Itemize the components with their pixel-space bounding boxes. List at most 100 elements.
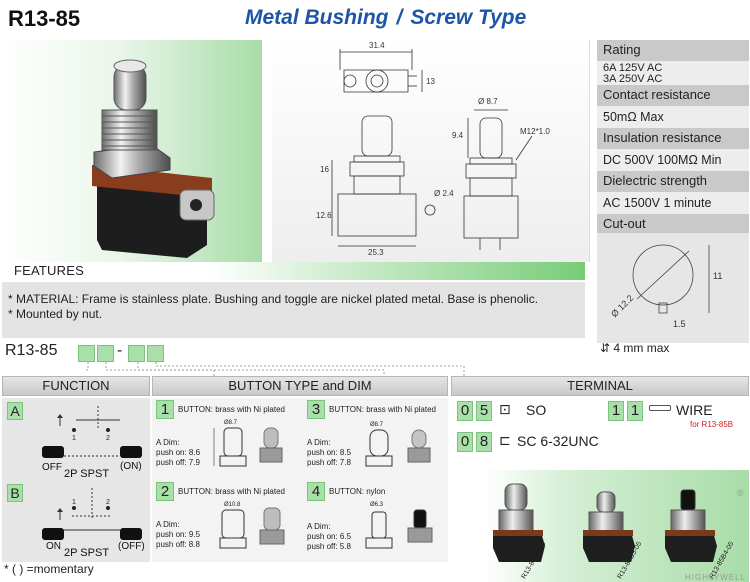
func-b-pin2: 2 [106, 499, 110, 506]
term-08-label: SC 6-32UNC [517, 433, 599, 449]
func-a-left: OFF [42, 462, 62, 473]
technical-drawing: 31.4 13 16 12.6 25.3 Ø 2.4 Ø 8.7 9.4 M12… [272, 40, 590, 262]
insulation-header: Insulation resistance [597, 128, 749, 149]
momentary-footnote: * ( ) =momentary [4, 562, 94, 576]
function-b-tag: B [7, 484, 23, 502]
func-a-pin1: 1 [72, 435, 76, 442]
cutout-11: 11 [713, 271, 722, 281]
wire-icon [649, 405, 671, 411]
button-4-drawing: Ø6.3 [365, 502, 433, 549]
func-a-pin2: 2 [106, 435, 110, 442]
cutout-dia: Ø 12.2 [609, 293, 635, 319]
brand-watermark: HIGHLYWELL [685, 573, 746, 582]
dim-94: 9.4 [452, 131, 464, 140]
func-a-type: 2P SPST [64, 468, 110, 480]
contact-value: 50mΩ Max [597, 106, 749, 128]
button-3-drawing: Ø8.7 [365, 422, 431, 467]
button-2-dims: A Dim: push on: 9.5 push off: 8.8 [156, 520, 200, 550]
dim-thread: M12*1.0 [520, 127, 550, 136]
func-b-pin1: 1 [72, 499, 76, 506]
feature-line-1: * MATERIAL: Frame is stainless plate. Bu… [8, 292, 539, 306]
term-05-digit-2: 5 [476, 401, 492, 421]
feature-line-2: * Mounted by nut. [8, 307, 103, 321]
term-11-digit-2: 1 [627, 401, 643, 421]
rating-values: 6A 125V AC 3A 250V AC [597, 61, 749, 85]
function-a-diagram: 1 2 [42, 406, 142, 458]
function-a [2, 398, 150, 480]
func-b-left: ON [46, 541, 61, 552]
function-b [2, 480, 150, 562]
button-4-dia: Ø6.3 [370, 502, 384, 508]
button-3-title: BUTTON: brass with Ni plated [329, 405, 436, 414]
func-b-type: 2P SPST [64, 547, 110, 559]
solder-lug-icon: ⊡ [499, 401, 511, 417]
section-button: BUTTON TYPE and DIM [152, 376, 448, 396]
features-body [2, 282, 585, 338]
features-bar [2, 262, 585, 280]
button-1-title: BUTTON: brass with Ni plated [178, 405, 285, 414]
button-3-tag: 3 [307, 400, 325, 419]
term-08-digit-1: 0 [457, 432, 473, 452]
headline: Metal Bushing / Screw Type [245, 6, 526, 30]
pn-box-3 [128, 345, 145, 362]
dim-13: 13 [426, 77, 435, 86]
button-4-off: push off: 5.8 [307, 542, 351, 551]
registered-mark: ® [737, 488, 744, 498]
pn-box-1 [78, 345, 95, 362]
insulation-value: DC 500V 100MΩ Min [597, 149, 749, 171]
func-a-right: (ON) [120, 461, 142, 472]
term-08-digit-2: 8 [476, 432, 492, 452]
button-2-title: BUTTON: brass with Ni plated [178, 487, 285, 496]
pn-leader-lines [84, 362, 465, 378]
button-3-off: push off: 7.8 [307, 458, 351, 467]
product-family-photo: R13-85B2-05 R13-85B3-05 R13-85B4-05 HIGH… [485, 470, 749, 582]
dim-16: 16 [320, 165, 329, 174]
button-1-tag: 1 [156, 400, 174, 419]
term-11-note: for R13-85B [690, 420, 734, 429]
button-2-tag: 2 [156, 482, 174, 501]
button-1-dims: A Dim: push on: 8.6 push off: 7.9 [156, 438, 200, 468]
dielectric-value: AC 1500V 1 minute [597, 192, 749, 214]
model-title: R13-85 [8, 6, 81, 31]
headline-separator: / [396, 6, 403, 29]
button-3-dia: Ø8.7 [370, 422, 384, 428]
term-05-label: SO [526, 402, 547, 418]
button-3-on: push on: 8.5 [307, 448, 352, 457]
panel-thickness: ⇵ 4 mm max [600, 341, 669, 355]
dim-dia24: Ø 2.4 [434, 189, 454, 198]
dim-width: 31.4 [369, 41, 385, 50]
features-title: FEATURES [14, 263, 84, 278]
function-a-tag: A [7, 402, 23, 420]
thickness-text: 4 mm max [613, 341, 670, 355]
term-11-label: WIRE [676, 402, 713, 418]
dim-253: 25.3 [368, 248, 384, 257]
button-1-drawing: Ø8.7 [213, 420, 283, 467]
rating-line-2: 3A 250V AC [603, 73, 663, 85]
section-function: FUNCTION [2, 376, 150, 396]
term-11-digit-1: 1 [608, 401, 624, 421]
part-number-dash: - [117, 342, 123, 359]
section-terminal: TERMINAL [451, 376, 749, 396]
button-1-on: push on: 8.6 [156, 448, 201, 457]
part-number-prefix: R13-85 [5, 342, 58, 359]
dim-dia87: Ø 8.7 [478, 97, 498, 106]
pn-box-4 [147, 345, 164, 362]
button-4-on: push on: 6.5 [307, 532, 352, 541]
button-2-off: push off: 8.8 [156, 540, 200, 549]
button-4-adim: A Dim: [307, 522, 331, 531]
button-2-adim: A Dim: [156, 520, 180, 529]
button-3-adim: A Dim: [307, 438, 331, 447]
button-2-on: push on: 9.5 [156, 530, 201, 539]
cutout-15: 1.5 [673, 319, 686, 329]
button-4-tag: 4 [307, 482, 325, 501]
screw-terminal-icon: ⊏ [499, 432, 511, 448]
button-1-adim: A Dim: [156, 438, 180, 447]
dielectric-header: Dielectric strength [597, 171, 749, 192]
term-05-digit-1: 0 [457, 401, 473, 421]
product-photo [2, 40, 262, 262]
headline-right: Screw Type [410, 6, 527, 29]
thickness-icon: ⇵ [600, 341, 614, 355]
headline-left: Metal Bushing [245, 6, 389, 29]
button-2-dia: Ø10.8 [224, 502, 241, 508]
button-1-off: push off: 7.9 [156, 458, 200, 467]
